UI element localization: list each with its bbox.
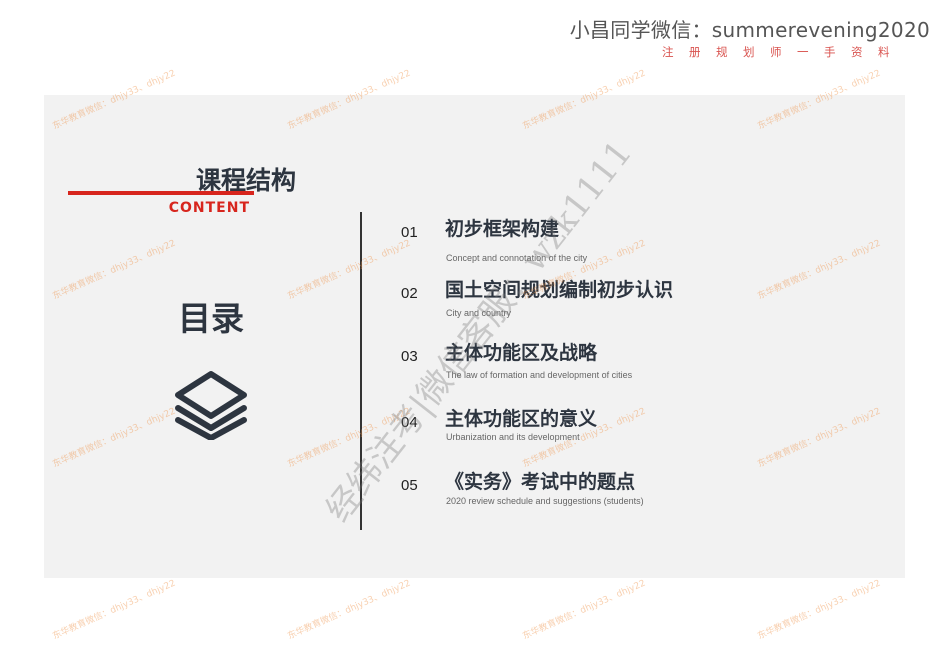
toc-item-number: 05 xyxy=(401,477,418,494)
watermark: 东华教育微信：dhjy33、dhjy22 xyxy=(286,578,413,642)
watermark: 东华教育微信：dhjy33、dhjy22 xyxy=(521,578,648,642)
header-title: 小昌同学微信：summerevening2020 xyxy=(569,18,930,42)
toc-item-number: 01 xyxy=(401,224,418,241)
toc-item-number: 02 xyxy=(401,285,418,302)
toc-item-title: 国土空间规划编制初步认识 xyxy=(445,279,674,301)
toc-item-title: 主体功能区及战略 xyxy=(445,342,598,364)
watermark: 东华教育微信：dhjy33、dhjy22 xyxy=(51,578,178,642)
toc-item-title: 《实务》考试中的题点 xyxy=(445,471,636,493)
toc-heading: 目录 xyxy=(178,299,244,338)
slide-panel xyxy=(44,95,905,578)
toc-item-title: 主体功能区的意义 xyxy=(445,408,598,430)
section-title: 课程结构 xyxy=(195,166,296,195)
toc-item-title: 初步框架构建 xyxy=(445,218,560,240)
toc-item-subtitle: Concept and connotation of the city xyxy=(446,253,588,263)
vertical-divider xyxy=(360,212,362,530)
toc-item-number: 03 xyxy=(401,348,418,365)
toc-item-number: 04 xyxy=(401,414,418,431)
toc-item-subtitle: The law of formation and development of … xyxy=(446,370,633,380)
toc-item-subtitle: Urbanization and its development xyxy=(446,432,580,442)
toc-item-subtitle: City and country xyxy=(446,308,512,318)
toc-item-subtitle: 2020 review schedule and suggestions (st… xyxy=(446,496,644,506)
layers-icon xyxy=(175,371,247,440)
header-subtitle: 注册规划师一手资料 xyxy=(662,45,905,59)
content-label: CONTENT xyxy=(168,200,250,216)
red-divider xyxy=(68,191,254,195)
watermark: 东华教育微信：dhjy33、dhjy22 xyxy=(756,578,883,642)
